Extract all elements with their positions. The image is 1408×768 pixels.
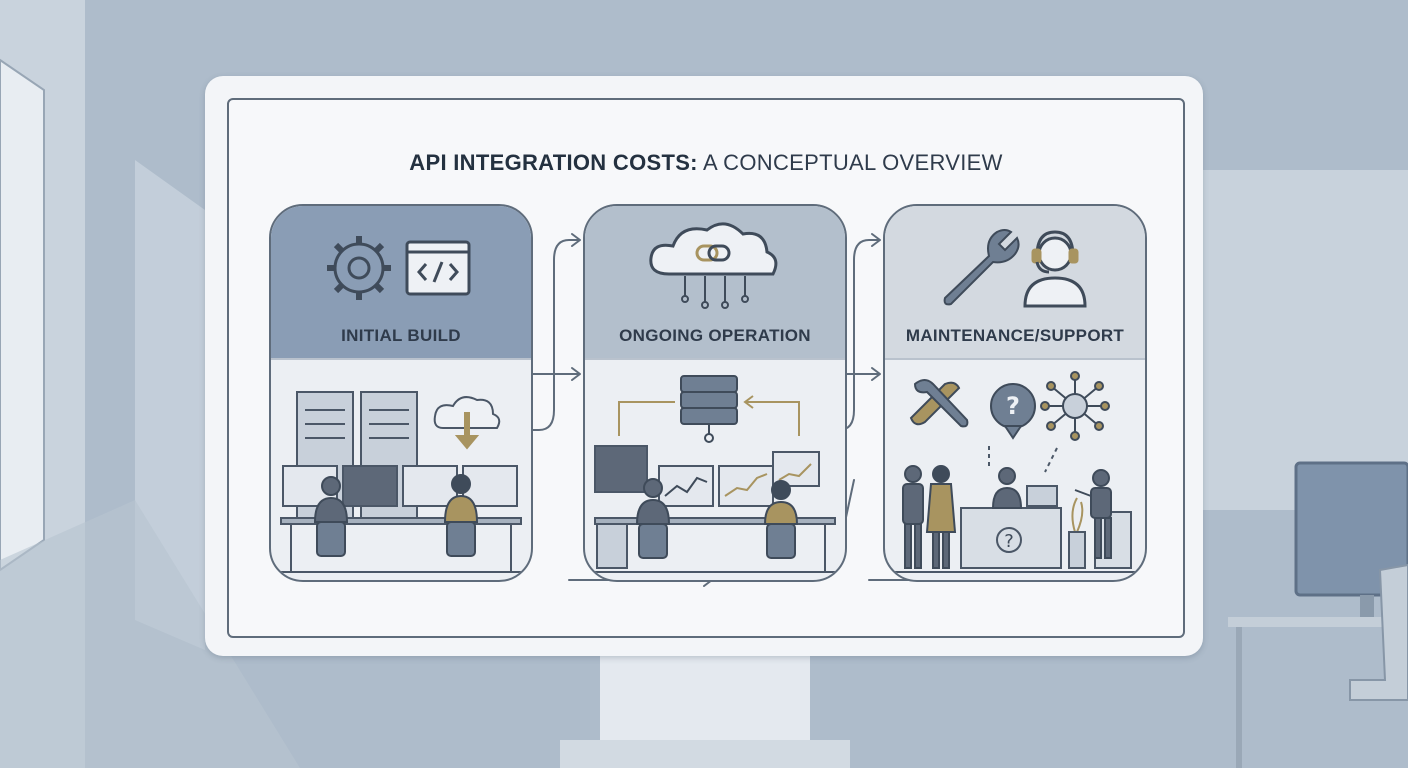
plant-icon [1068,497,1086,569]
developer-person [313,476,349,557]
stage-maintenance-support-label: MAINTENANCE/SUPPORT [905,326,1125,345]
support-agent-icon [1023,230,1087,308]
stage-maintenance-support-icons [943,229,1087,308]
server-icon [680,375,738,443]
stage-initial-build-header [271,206,531,358]
support-agent-person [991,467,1023,509]
developer-person [443,474,479,557]
title-rest: A CONCEPTUAL OVERVIEW [697,150,1003,175]
diagram-frame: API INTEGRATION COSTS: A CONCEPTUAL OVER… [227,98,1185,638]
monitor-icon [462,465,518,507]
laptop-icon [1026,485,1058,507]
operator-person [635,478,671,559]
stage-maintenance-support: MAINTENANCE/SUPPORT ? [883,204,1147,582]
stage-ongoing-operation-icons [649,222,778,309]
stage-maintenance-support-header [885,206,1145,358]
stage-ongoing-operation: ONGOING OPERATION [583,204,847,582]
stage-divider [271,358,531,360]
monitor-icon [342,465,398,507]
chart-monitor-icon [718,465,774,507]
stage-divider [585,358,845,360]
title-strong: API INTEGRATION COSTS: [409,150,698,175]
diagram-title: API INTEGRATION COSTS: A CONCEPTUAL OVER… [229,150,1183,176]
stage-ongoing-operation-label: ONGOING OPERATION [619,326,811,345]
support-team-illustration: ? ? [889,371,1141,573]
tools-icon [909,379,969,428]
chart-monitor-icon [658,465,714,507]
cloud-download-icon [433,396,501,450]
developers-at-workstations-illustration [275,391,527,573]
gear-icon [327,236,391,300]
cloud-link-icon [649,222,778,309]
stage-initial-build: INITIAL BUILD [269,204,533,582]
svg-text:?: ? [1004,531,1014,552]
monitoring-operators-illustration [589,375,841,573]
help-desk [960,507,1062,569]
monitor-icon [594,445,648,493]
monitor-icon [402,465,458,507]
arrow-1-2-top [528,239,580,431]
stage-initial-build-icons [327,236,471,300]
question-bubble-icon: ? [990,383,1036,440]
stage-initial-build-label: INITIAL BUILD [341,326,461,345]
team-member-person [1074,469,1112,559]
team-member-person [925,465,957,569]
stage-divider [885,358,1145,360]
operator-person [763,480,799,559]
svg-text:?: ? [1006,392,1020,420]
diagram-board: API INTEGRATION COSTS: A CONCEPTUAL OVER… [205,76,1203,656]
team-member-person [902,465,924,569]
wrench-icon [943,229,1020,306]
code-window-icon [405,240,471,296]
network-hub-icon [1040,371,1110,441]
